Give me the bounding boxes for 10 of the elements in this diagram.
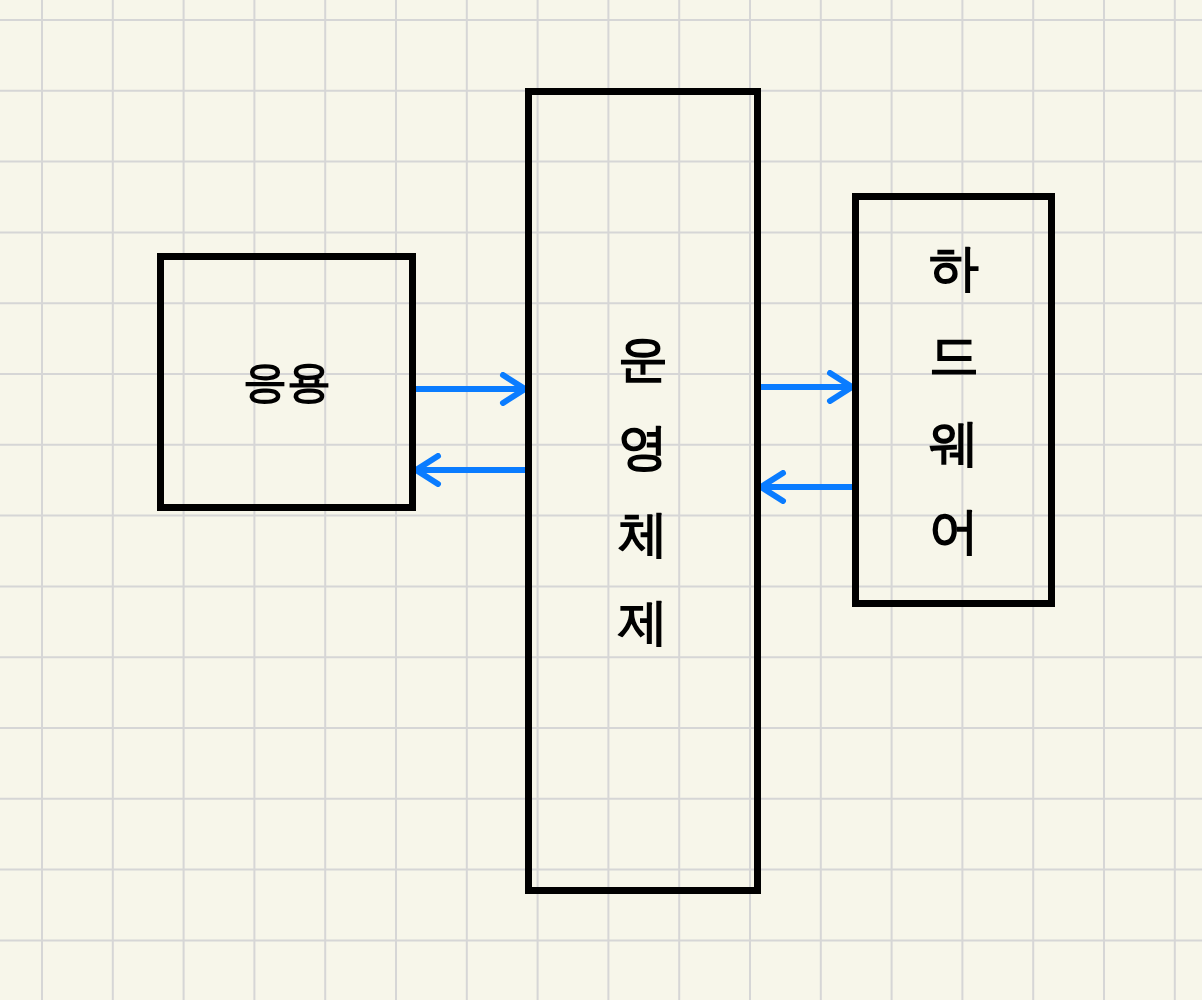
arrow xyxy=(413,453,528,487)
box-label: 운영체제 xyxy=(616,329,669,653)
application-box xyxy=(157,253,416,511)
operating-system-box xyxy=(525,88,761,894)
arrow xyxy=(758,370,855,404)
hardware-box xyxy=(852,193,1055,607)
arrow xyxy=(758,470,855,504)
arrow xyxy=(413,372,528,406)
box-label: 하드웨어 xyxy=(927,238,980,562)
box-label: 응용 xyxy=(242,355,331,409)
